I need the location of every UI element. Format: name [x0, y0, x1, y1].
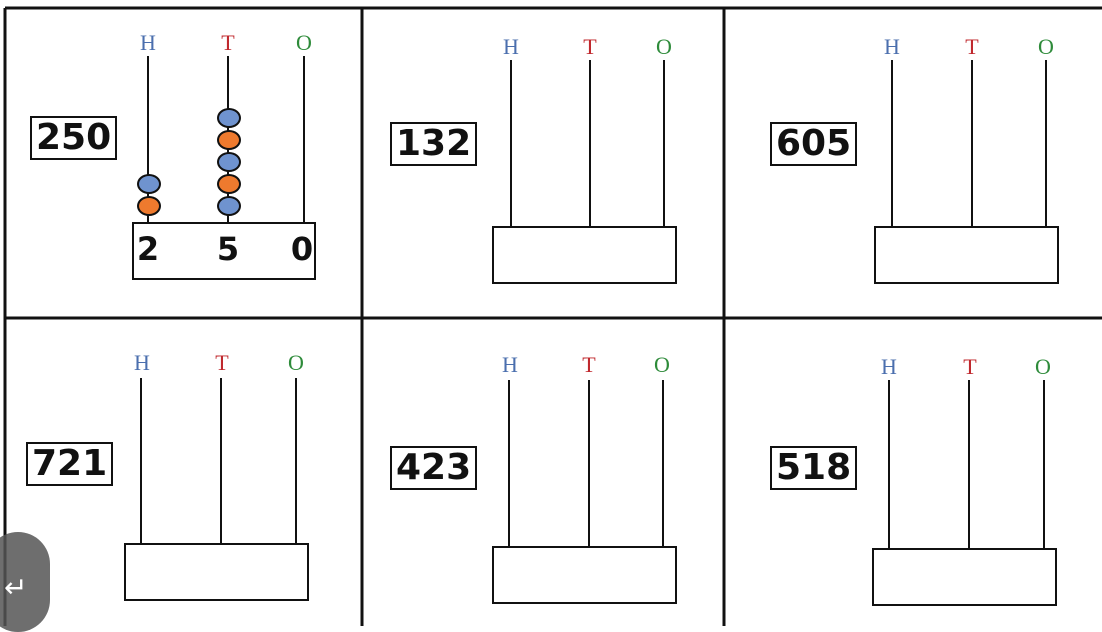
ones-digit: 0: [287, 230, 317, 268]
number-box: 423: [390, 446, 477, 490]
tens-label: T: [962, 34, 982, 60]
hundreds-label: H: [138, 30, 158, 56]
ones-rod: [663, 60, 665, 228]
number-box: 721: [26, 442, 113, 486]
tens-label: T: [580, 34, 600, 60]
abacus-cell-1: 250 H T O 2 5 0: [0, 0, 362, 318]
number-box: 518: [770, 446, 857, 490]
ones-label: O: [652, 352, 672, 378]
digit-box[interactable]: [124, 543, 309, 601]
bead: [217, 174, 241, 194]
tens-label: T: [960, 354, 980, 380]
abacus-cell-2: 132 H T O: [362, 0, 724, 318]
abacus-cell-6: 518 H T O: [724, 318, 1102, 626]
abacus-cell-4: 721 H T O: [0, 318, 362, 626]
number-box: 132: [390, 122, 477, 166]
ones-rod: [303, 56, 305, 224]
bead: [217, 130, 241, 150]
ones-rod: [662, 380, 664, 548]
ones-label: O: [1036, 34, 1056, 60]
hundreds-rod: [140, 378, 142, 546]
ones-label: O: [294, 30, 314, 56]
hundreds-label: H: [500, 352, 520, 378]
digit-box[interactable]: [872, 548, 1057, 606]
digit-box[interactable]: [874, 226, 1059, 284]
ones-rod: [295, 378, 297, 546]
digit-box[interactable]: [492, 226, 677, 284]
bead: [137, 196, 161, 216]
number-box: 605: [770, 122, 857, 166]
tens-label: T: [212, 350, 232, 376]
bead: [217, 152, 241, 172]
tens-label: T: [579, 352, 599, 378]
tens-rod: [220, 378, 222, 546]
ones-rod: [1045, 60, 1047, 228]
bead: [217, 108, 241, 128]
digit-box[interactable]: [492, 546, 677, 604]
hundreds-label: H: [882, 34, 902, 60]
hundreds-label: H: [132, 350, 152, 376]
hundreds-rod: [510, 60, 512, 228]
hundreds-rod: [891, 60, 893, 228]
ones-label: O: [286, 350, 306, 376]
ones-label: O: [1033, 354, 1053, 380]
abacus-cell-5: 423 H T O: [362, 318, 724, 626]
bead: [217, 196, 241, 216]
share-icon: ↵: [4, 571, 27, 604]
hundreds-digit: 2: [133, 230, 163, 268]
ones-label: O: [654, 34, 674, 60]
tens-rod: [971, 60, 973, 228]
bead: [137, 174, 161, 194]
hundreds-rod: [888, 380, 890, 548]
hundreds-label: H: [879, 354, 899, 380]
tens-rod: [588, 380, 590, 548]
hundreds-label: H: [501, 34, 521, 60]
ones-rod: [1043, 380, 1045, 548]
tens-digit: 5: [213, 230, 243, 268]
tens-rod: [968, 380, 970, 548]
tens-label: T: [218, 30, 238, 56]
hundreds-rod: [508, 380, 510, 548]
abacus-cell-3: 605 H T O: [724, 0, 1102, 318]
number-box: 250: [30, 116, 117, 160]
tens-rod: [589, 60, 591, 228]
